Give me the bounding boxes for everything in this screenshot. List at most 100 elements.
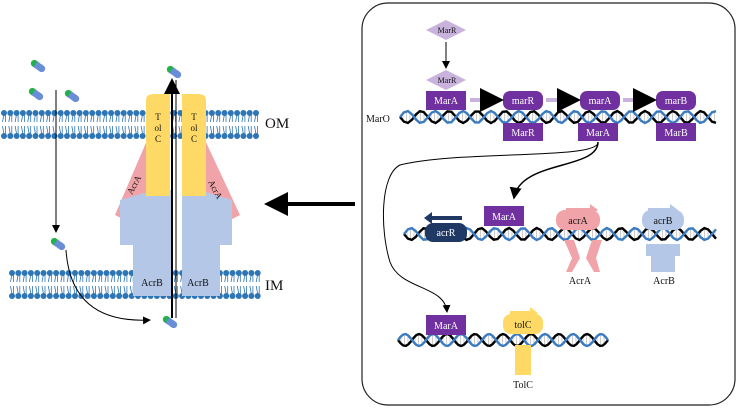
gene-acrR-label: acrR — [437, 228, 456, 239]
im-label: IM — [265, 278, 283, 294]
lipid-head — [248, 270, 255, 276]
gene-marB-box — [656, 91, 696, 110]
protein-acrB-label: AcrB — [653, 276, 675, 287]
lipid-head — [254, 293, 261, 299]
dna-mar-operon — [399, 109, 717, 125]
lipid-head — [70, 110, 77, 116]
lipid-head — [95, 110, 102, 116]
lipid-head — [242, 270, 249, 276]
lipid-head — [215, 110, 222, 116]
drug-capsule — [28, 87, 44, 101]
lipid-head — [208, 110, 215, 116]
drug-capsule — [64, 89, 80, 103]
marA-to-tolc-arrow — [383, 141, 599, 313]
gene-acrA-label: acrA — [568, 216, 588, 227]
lipid-head — [229, 270, 236, 276]
lipid-head — [26, 133, 33, 139]
marR-diamond-top — [426, 20, 466, 40]
lipid-head — [254, 270, 261, 276]
drug-capsules — [28, 26, 432, 329]
lipid-head — [19, 110, 26, 116]
lipid-head — [127, 110, 133, 116]
marA-box-2 — [484, 206, 524, 226]
lipid-head — [127, 133, 133, 139]
lipid-head — [208, 133, 215, 139]
lipid-head — [246, 133, 253, 139]
lipid-head — [38, 110, 45, 116]
lipid-head — [97, 270, 104, 276]
lipid-head — [15, 293, 22, 299]
lipid-head — [90, 293, 97, 299]
lipid-head — [76, 133, 83, 139]
lipid-head — [82, 110, 89, 116]
lipid-head — [53, 293, 60, 299]
lipid-head — [234, 110, 241, 116]
protein-acrA-label: AcrA — [569, 276, 592, 287]
marR-top-label: MarR — [438, 26, 457, 35]
lipid-head — [223, 270, 230, 276]
lipid-head — [114, 133, 121, 139]
lipid-head — [1, 133, 7, 139]
outer-membrane — [1, 110, 259, 139]
lipid-head — [122, 293, 129, 299]
lipid-head — [40, 270, 47, 276]
lipid-head — [103, 293, 110, 299]
lipid-head — [221, 110, 228, 116]
lipid-head — [82, 133, 89, 139]
lipid-head — [13, 133, 20, 139]
drug-capsule — [50, 237, 66, 251]
lipid-head — [235, 293, 242, 299]
lipid-head — [7, 133, 14, 139]
tolc-right-shape — [182, 94, 206, 196]
gene-tolC-box — [503, 314, 543, 334]
lipid-head — [70, 133, 77, 139]
gene-marA-label: marA — [589, 96, 613, 107]
marA-box-2-label: MarA — [492, 212, 517, 223]
tolC-protein-shape — [515, 345, 531, 375]
acrb-right-shape — [182, 190, 232, 296]
marR-bound-label: MarR — [438, 76, 457, 85]
lipid-head — [133, 133, 140, 139]
lipid-head — [45, 133, 52, 139]
lipid-head — [240, 133, 247, 139]
lipid-head — [248, 293, 255, 299]
lipid-head — [120, 133, 127, 139]
dna-strand — [399, 109, 717, 125]
lipid-head — [34, 270, 41, 276]
gene-marR-label: marR — [512, 96, 535, 107]
lipid-head — [101, 133, 108, 139]
lipid-head — [108, 110, 115, 116]
lipid-head — [242, 293, 249, 299]
dna-strand — [397, 332, 609, 348]
marA-to-acr-arrow — [509, 141, 599, 200]
lipid-head — [53, 270, 60, 276]
lipid-head — [78, 270, 85, 276]
tolc-left-shape — [146, 94, 170, 196]
lipid-head — [15, 270, 22, 276]
lipid-head — [59, 270, 66, 276]
marO-label: MarO — [366, 114, 390, 125]
gene-acrB-label: acrB — [654, 216, 673, 227]
lipid-head — [32, 110, 39, 116]
lipid-head — [253, 110, 259, 116]
lipid-head — [46, 293, 53, 299]
lipid-head — [7, 110, 14, 116]
gene-tolC-label: tolC — [514, 320, 532, 331]
lipid-head — [89, 133, 96, 139]
drug-capsule — [166, 65, 182, 79]
drug-capsule — [30, 59, 46, 73]
lipid-head — [235, 270, 242, 276]
lipid-head — [227, 133, 234, 139]
lipid-head — [223, 293, 230, 299]
lipid-head — [177, 110, 184, 116]
lipid-head — [27, 293, 34, 299]
acrR-direction-arrow — [424, 212, 462, 224]
marR-diamond-bound — [426, 70, 466, 90]
lipid-head — [227, 110, 234, 116]
lipid-head — [45, 110, 52, 116]
lipid-head — [9, 293, 15, 299]
protein-tolC-label: TolC — [513, 380, 533, 391]
lipid-head — [116, 293, 123, 299]
